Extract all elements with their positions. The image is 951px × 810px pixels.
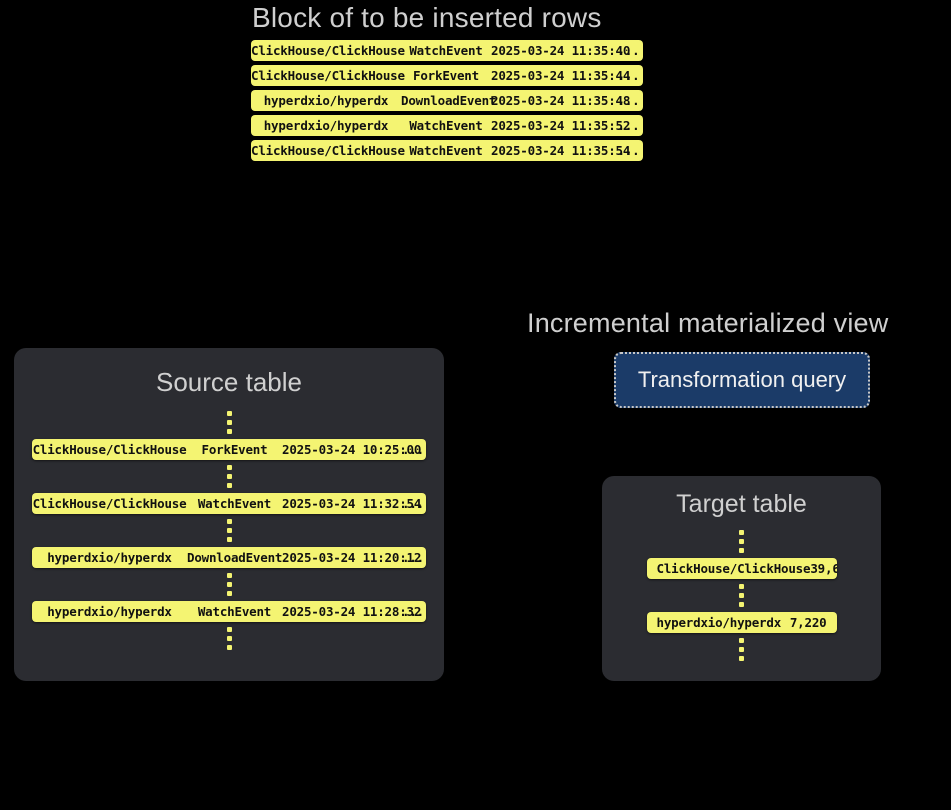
row-timestamp: 2025-03-24 10:25:00 xyxy=(282,442,422,457)
row-timestamp: 2025-03-24 11:35:48 xyxy=(491,93,631,108)
row-more-ellipsis: ... xyxy=(617,118,640,133)
row-repo: hyperdxio/hyperdx xyxy=(47,550,172,565)
row-repo: hyperdxio/hyperdx xyxy=(656,615,782,630)
table-row: ClickHouse/ClickHouse WatchEvent 2025-03-2… xyxy=(32,493,426,514)
row-more-ellipsis: ... xyxy=(617,43,640,58)
row-more-ellipsis: ... xyxy=(402,496,424,511)
row-more-ellipsis: ... xyxy=(617,143,640,158)
materialized-view-heading: Incremental materialized view xyxy=(527,308,889,338)
ellipsis-dot-icon xyxy=(739,530,744,535)
ellipsis-dot-icon xyxy=(739,638,744,643)
source-ellipsis xyxy=(226,411,232,434)
row-count: 7,220 xyxy=(789,615,827,630)
row-event: WatchEvent xyxy=(197,604,272,619)
row-timestamp: 2025-03-24 11:32:54 xyxy=(282,496,422,511)
ellipsis-dot-icon xyxy=(226,483,232,488)
ellipsis-dot-icon xyxy=(739,656,744,661)
table-row: ClickHouse/ClickHouse ForkEvent 2025-03-24… xyxy=(32,439,426,460)
row-timestamp: 2025-03-24 11:35:44 xyxy=(491,68,631,83)
target-table-title: Target table xyxy=(676,490,807,518)
row-timestamp: 2025-03-24 11:20:12 xyxy=(282,550,422,565)
table-row: hyperdxio/hyperdx WatchEvent 2025-03-24 11… xyxy=(32,601,426,622)
ellipsis-dot-icon xyxy=(739,584,744,589)
source-ellipsis xyxy=(226,627,232,650)
row-more-ellipsis: ... xyxy=(402,550,424,565)
row-event: WatchEvent xyxy=(197,496,272,511)
table-row: ClickHouse/ClickHouse WatchEvent 2025-03-2… xyxy=(251,140,643,161)
ellipsis-dot-icon xyxy=(739,539,744,544)
target-ellipsis xyxy=(739,638,744,661)
ellipsis-dot-icon xyxy=(226,465,232,470)
ellipsis-dot-icon xyxy=(226,411,232,416)
source-ellipsis xyxy=(226,465,232,488)
ellipsis-dot-icon xyxy=(739,647,744,652)
target-ellipsis xyxy=(739,584,744,607)
row-event: WatchEvent xyxy=(409,143,483,158)
ellipsis-dot-icon xyxy=(226,636,232,641)
row-repo: ClickHouse/ClickHouse xyxy=(32,496,187,511)
page-title: Block of to be inserted rows xyxy=(252,2,602,33)
source-ellipsis xyxy=(226,573,232,596)
ellipsis-dot-icon xyxy=(226,537,232,542)
ellipsis-dot-icon xyxy=(226,627,232,632)
ellipsis-dot-icon xyxy=(226,573,232,578)
row-more-ellipsis: ... xyxy=(402,442,424,457)
row-more-ellipsis: ... xyxy=(617,68,640,83)
ellipsis-dot-icon xyxy=(226,528,232,533)
row-more-ellipsis: ... xyxy=(617,93,640,108)
ellipsis-dot-icon xyxy=(226,582,232,587)
row-more-ellipsis: ... xyxy=(402,604,424,619)
row-event: WatchEvent xyxy=(409,118,483,133)
source-table-card: Source table ClickHouse/ClickHouse ForkEv… xyxy=(14,348,444,681)
ellipsis-dot-icon xyxy=(226,429,232,434)
table-row: hyperdxio/hyperdx WatchEvent 2025-03-24 11… xyxy=(251,115,643,136)
row-event: ForkEvent xyxy=(413,68,479,83)
table-row: hyperdxio/hyperdx 7,220 xyxy=(646,612,837,633)
row-repo: hyperdxio/hyperdx xyxy=(263,118,389,133)
row-repo: hyperdxio/hyperdx xyxy=(263,93,389,108)
row-repo: ClickHouse/ClickHouse xyxy=(251,143,405,158)
table-row: ClickHouse/ClickHouse WatchEvent 2025-03-2… xyxy=(251,40,643,61)
target-ellipsis xyxy=(739,530,744,553)
row-timestamp: 2025-03-24 11:35:52 xyxy=(491,118,631,133)
row-repo: ClickHouse/ClickHouse xyxy=(32,442,187,457)
row-event: DownloadEvent xyxy=(187,550,283,565)
source-ellipsis xyxy=(226,519,232,542)
transformation-query-box[interactable]: Transformation query xyxy=(614,352,870,408)
row-timestamp: 2025-03-24 11:35:54 xyxy=(491,143,631,158)
row-repo: ClickHouse/ClickHouse xyxy=(251,43,405,58)
ellipsis-dot-icon xyxy=(739,548,744,553)
source-table-title: Source table xyxy=(156,367,302,397)
row-timestamp: 2025-03-24 11:28:32 xyxy=(282,604,422,619)
ellipsis-dot-icon xyxy=(226,591,232,596)
row-event: ForkEvent xyxy=(201,442,268,457)
ellipsis-dot-icon xyxy=(226,420,232,425)
row-event: DownloadEvent xyxy=(401,93,497,108)
row-repo: hyperdxio/hyperdx xyxy=(47,604,172,619)
ellipsis-dot-icon xyxy=(739,602,744,607)
row-timestamp: 2025-03-24 11:35:40 xyxy=(491,43,631,58)
table-row: ClickHouse/ClickHouse ForkEvent 2025-03-24… xyxy=(251,65,643,86)
row-count: 39,640 xyxy=(810,561,837,576)
source-table-rows: ClickHouse/ClickHouse ForkEvent 2025-03-24… xyxy=(14,406,444,655)
row-repo: ClickHouse/ClickHouse xyxy=(656,561,811,576)
row-event: WatchEvent xyxy=(409,43,483,58)
transformation-query-label: Transformation query xyxy=(637,367,847,392)
target-table-card: Target table ClickHouse/ClickHouse39,640… xyxy=(602,476,881,681)
ellipsis-dot-icon xyxy=(226,645,232,650)
ellipsis-dot-icon xyxy=(739,593,744,598)
row-repo: ClickHouse/ClickHouse xyxy=(251,68,405,83)
ellipsis-dot-icon xyxy=(226,519,232,524)
ellipsis-dot-icon xyxy=(226,474,232,479)
